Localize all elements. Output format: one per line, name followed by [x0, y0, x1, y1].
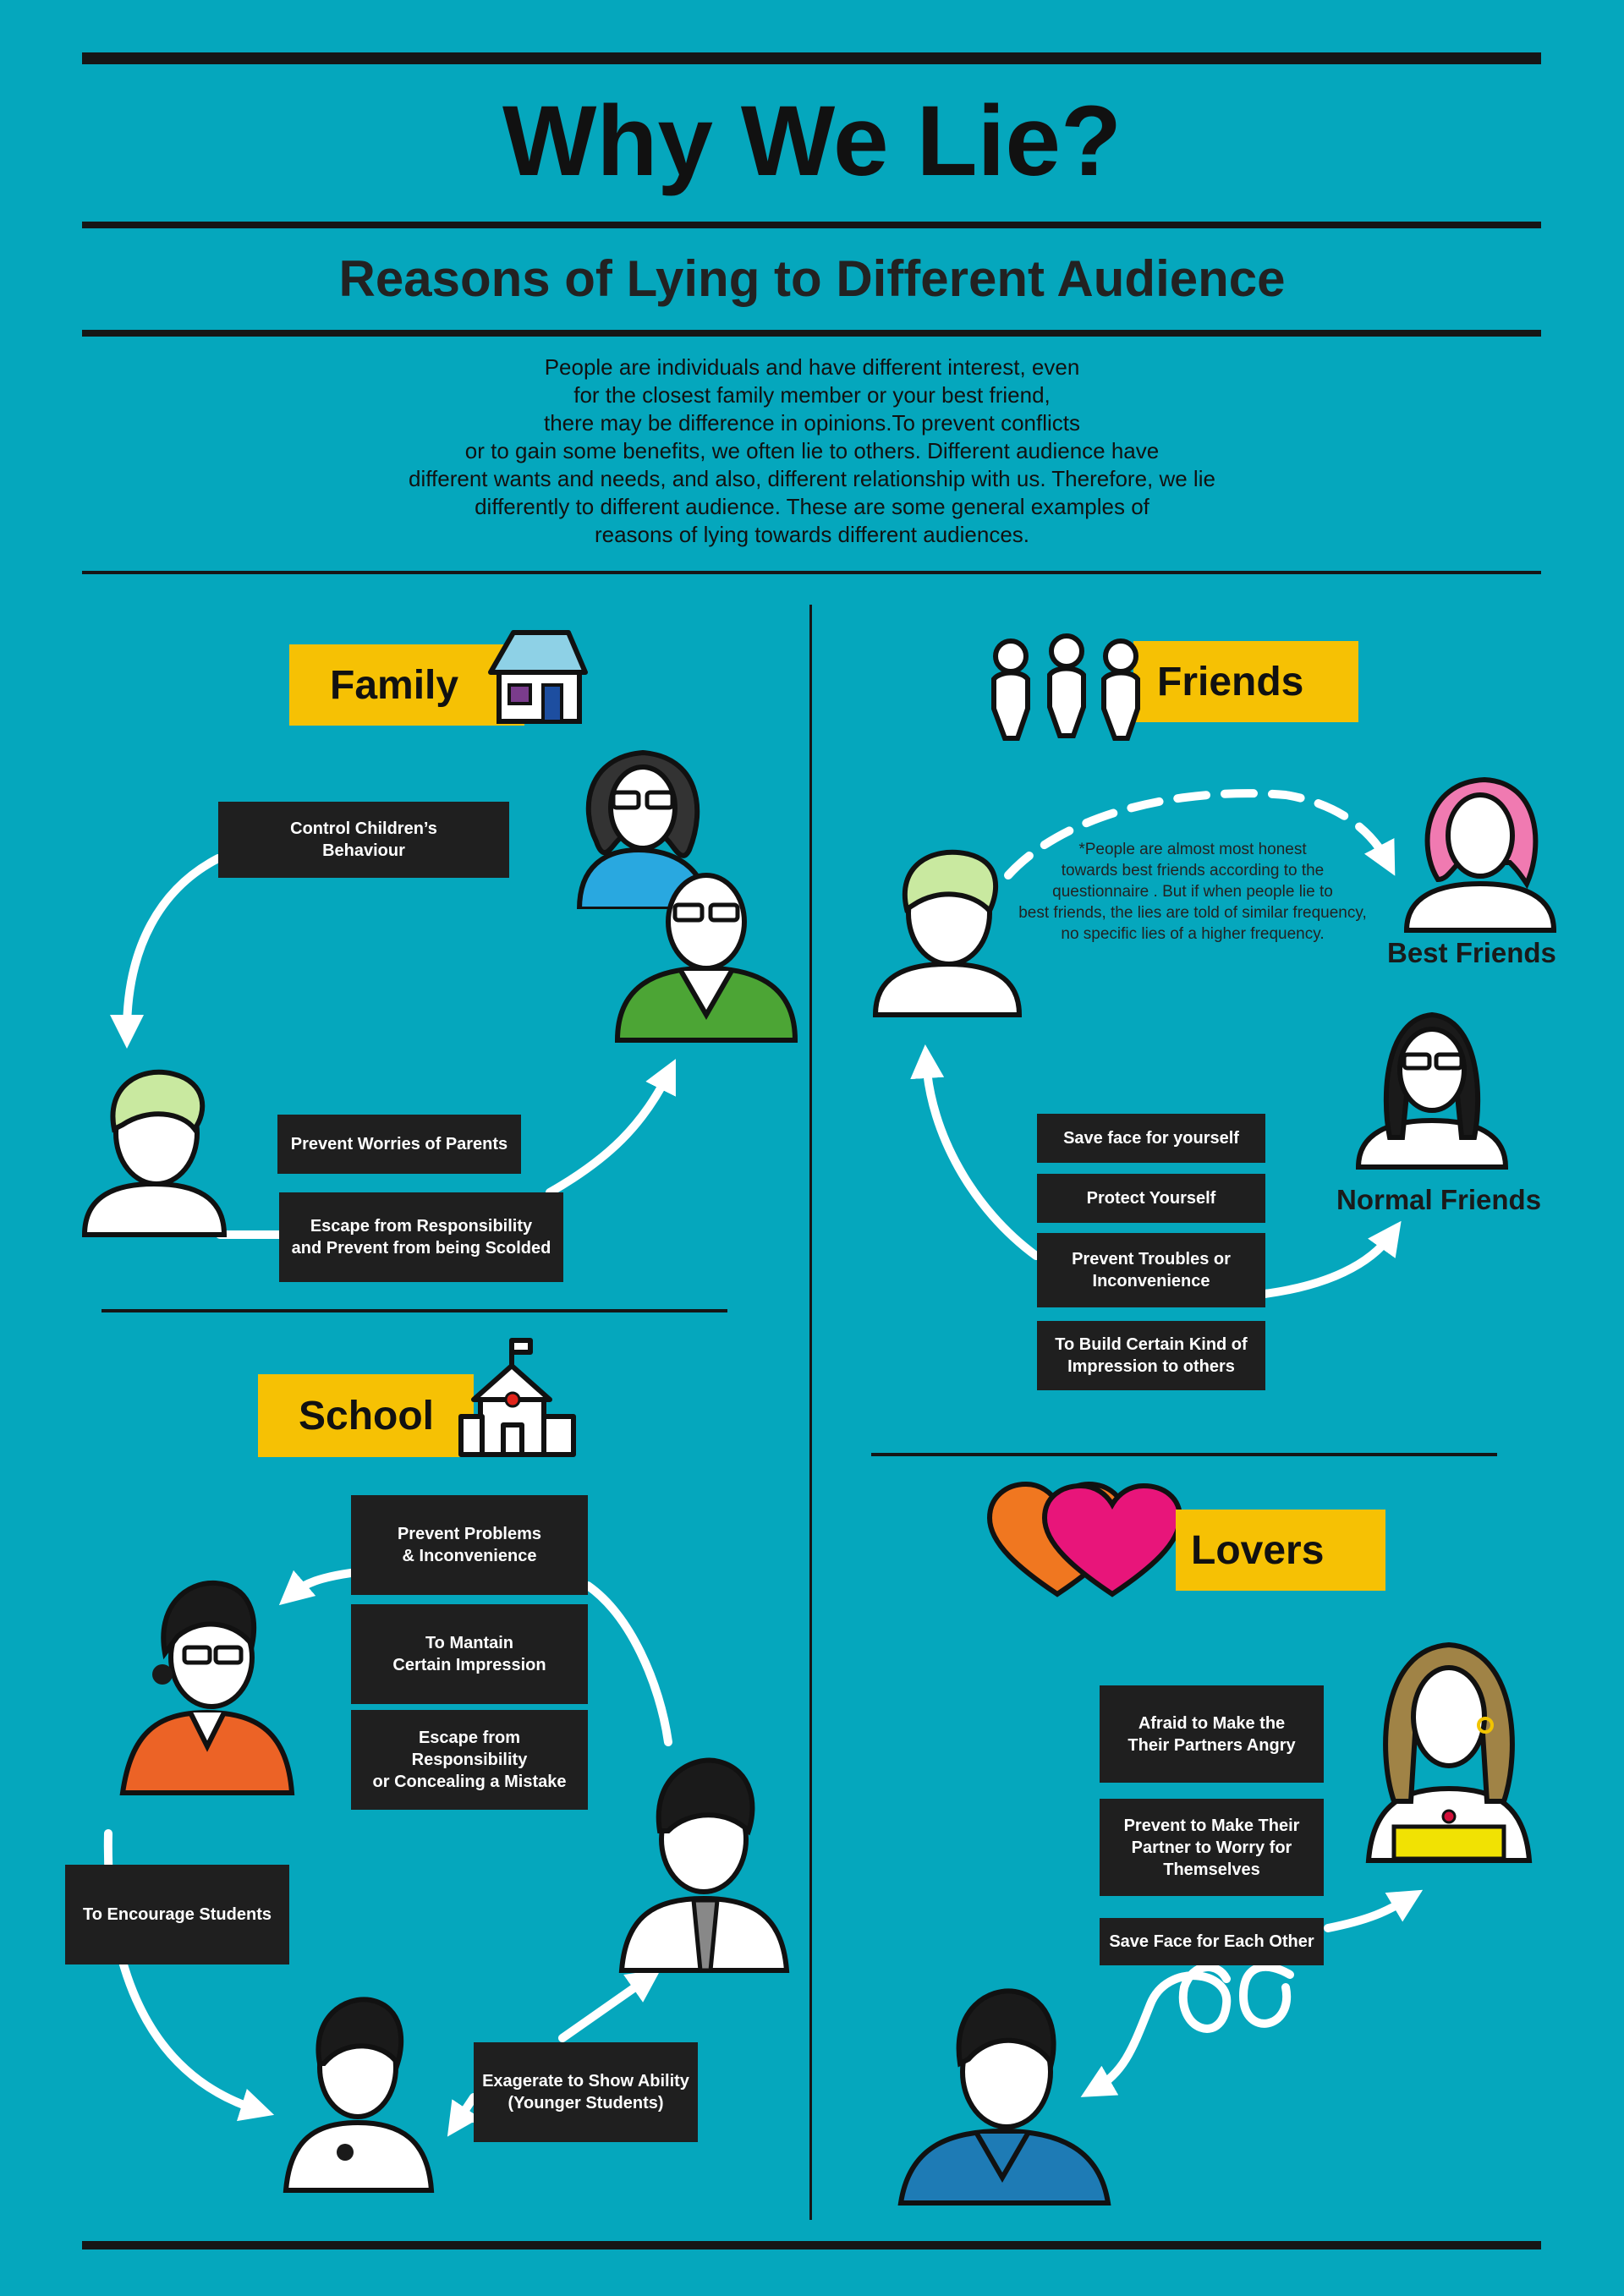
family-reason-worries: Prevent Worries of Parents — [277, 1115, 521, 1174]
house-icon — [488, 630, 588, 724]
friends-reason-troubles: Prevent Troubles or Inconvenience — [1037, 1233, 1265, 1307]
intro-rule — [82, 571, 1541, 574]
lovers-reason-worry: Prevent to Make Their Partner to Worry f… — [1100, 1799, 1324, 1896]
school-building-icon — [458, 1338, 576, 1457]
intro-line: or to gain some benefits, we often lie t… — [464, 438, 1160, 463]
lovers-banner: Lovers — [1176, 1510, 1385, 1591]
lovers-title: Lovers — [1191, 1527, 1325, 1573]
school-reason-problems: Prevent Problems & Inconvenience — [351, 1495, 588, 1595]
lovers-reason-angry: Afraid to Make the Their Partners Angry — [1100, 1685, 1324, 1783]
bottom-rule — [82, 2241, 1541, 2249]
school-arrow-small — [447, 2093, 480, 2137]
friends-banner: Friends — [1133, 641, 1358, 722]
child-avatar — [81, 1069, 228, 1237]
intro-line: there may be difference in opinions.To p… — [544, 410, 1080, 436]
friends-group-icon — [991, 633, 1140, 741]
lovers-reason-face: Save Face for Each Other — [1100, 1918, 1324, 1965]
normal-friends-label: Normal Friends — [1336, 1184, 1542, 1215]
mother-avatar — [576, 749, 710, 909]
best-friend-avatar — [1403, 776, 1557, 933]
top-rule — [82, 52, 1541, 64]
male-student-avatar — [618, 1757, 790, 1973]
father-avatar — [614, 873, 798, 1043]
normal-friend-avatar — [1355, 1011, 1509, 1170]
right-section-rule — [871, 1453, 1497, 1456]
intro-text: People are individuals and have differen… — [338, 353, 1286, 549]
friends-note: *People are almost most honest towards b… — [1018, 841, 1367, 943]
female-student-avatar — [283, 1997, 435, 2193]
title-rule — [82, 222, 1541, 228]
best-friends-label: Best Friends — [1387, 937, 1556, 968]
school-reason-exaggerate: Exagerate to Show Ability (Younger Stude… — [474, 2042, 698, 2142]
girlfriend-avatar — [1365, 1641, 1533, 1863]
boyfriend-avatar — [897, 1988, 1111, 2206]
lovers-arrow-loop — [1324, 1889, 1424, 1932]
family-title: Family — [330, 662, 459, 708]
page-subtitle: Reasons of Lying to Different Audience — [338, 250, 1286, 307]
school-reason-conceal: Escape from Responsibility or Concealing… — [351, 1710, 588, 1810]
intro-line: People are individuals and have differen… — [544, 354, 1080, 380]
friends-arrow-normal — [910, 1044, 1040, 1260]
school-arrow-teacher — [278, 1569, 355, 1606]
school-title: School — [299, 1393, 435, 1438]
family-reason-control: Control Children’s Behaviour — [218, 802, 509, 878]
family-banner: Family — [289, 644, 524, 726]
school-reason-maintain: To Mantain Certain Impression — [351, 1604, 588, 1704]
subtitle-rule — [82, 330, 1541, 337]
teacher-avatar — [119, 1580, 295, 1795]
school-reason-encourage: To Encourage Students — [65, 1865, 289, 1964]
friends-arrow-normal-2 — [1260, 1220, 1402, 1298]
school-arrow-top — [584, 1581, 672, 1746]
friends-title: Friends — [1157, 659, 1304, 704]
page-title: Why We Lie? — [502, 85, 1122, 197]
family-arrow-escape — [216, 1074, 668, 1239]
friends-reason-save-face: Save face for yourself — [1037, 1114, 1265, 1163]
intro-line: differently to different audience. These… — [475, 494, 1149, 519]
friends-reason-impression: To Build Certain Kind of Impression to o… — [1037, 1321, 1265, 1390]
school-banner: School — [258, 1374, 474, 1457]
friends-arrow-best — [1004, 789, 1396, 879]
family-arrow-control — [110, 854, 222, 1049]
intro-line: reasons of lying towards different audie… — [594, 522, 1030, 547]
center-divider — [809, 605, 812, 2220]
intro-line: for the closest family member or your be… — [573, 382, 1051, 408]
left-section-rule — [102, 1309, 727, 1312]
self-avatar — [872, 849, 1023, 1017]
lovers-arrow-loop-2 — [1095, 1962, 1294, 2089]
intro-line: different wants and needs, and also, dif… — [409, 466, 1215, 491]
hearts-icon — [986, 1481, 1183, 1597]
friends-reason-protect: Protect Yourself — [1037, 1174, 1265, 1223]
family-reason-escape: Escape from Responsibility and Prevent f… — [279, 1192, 563, 1282]
